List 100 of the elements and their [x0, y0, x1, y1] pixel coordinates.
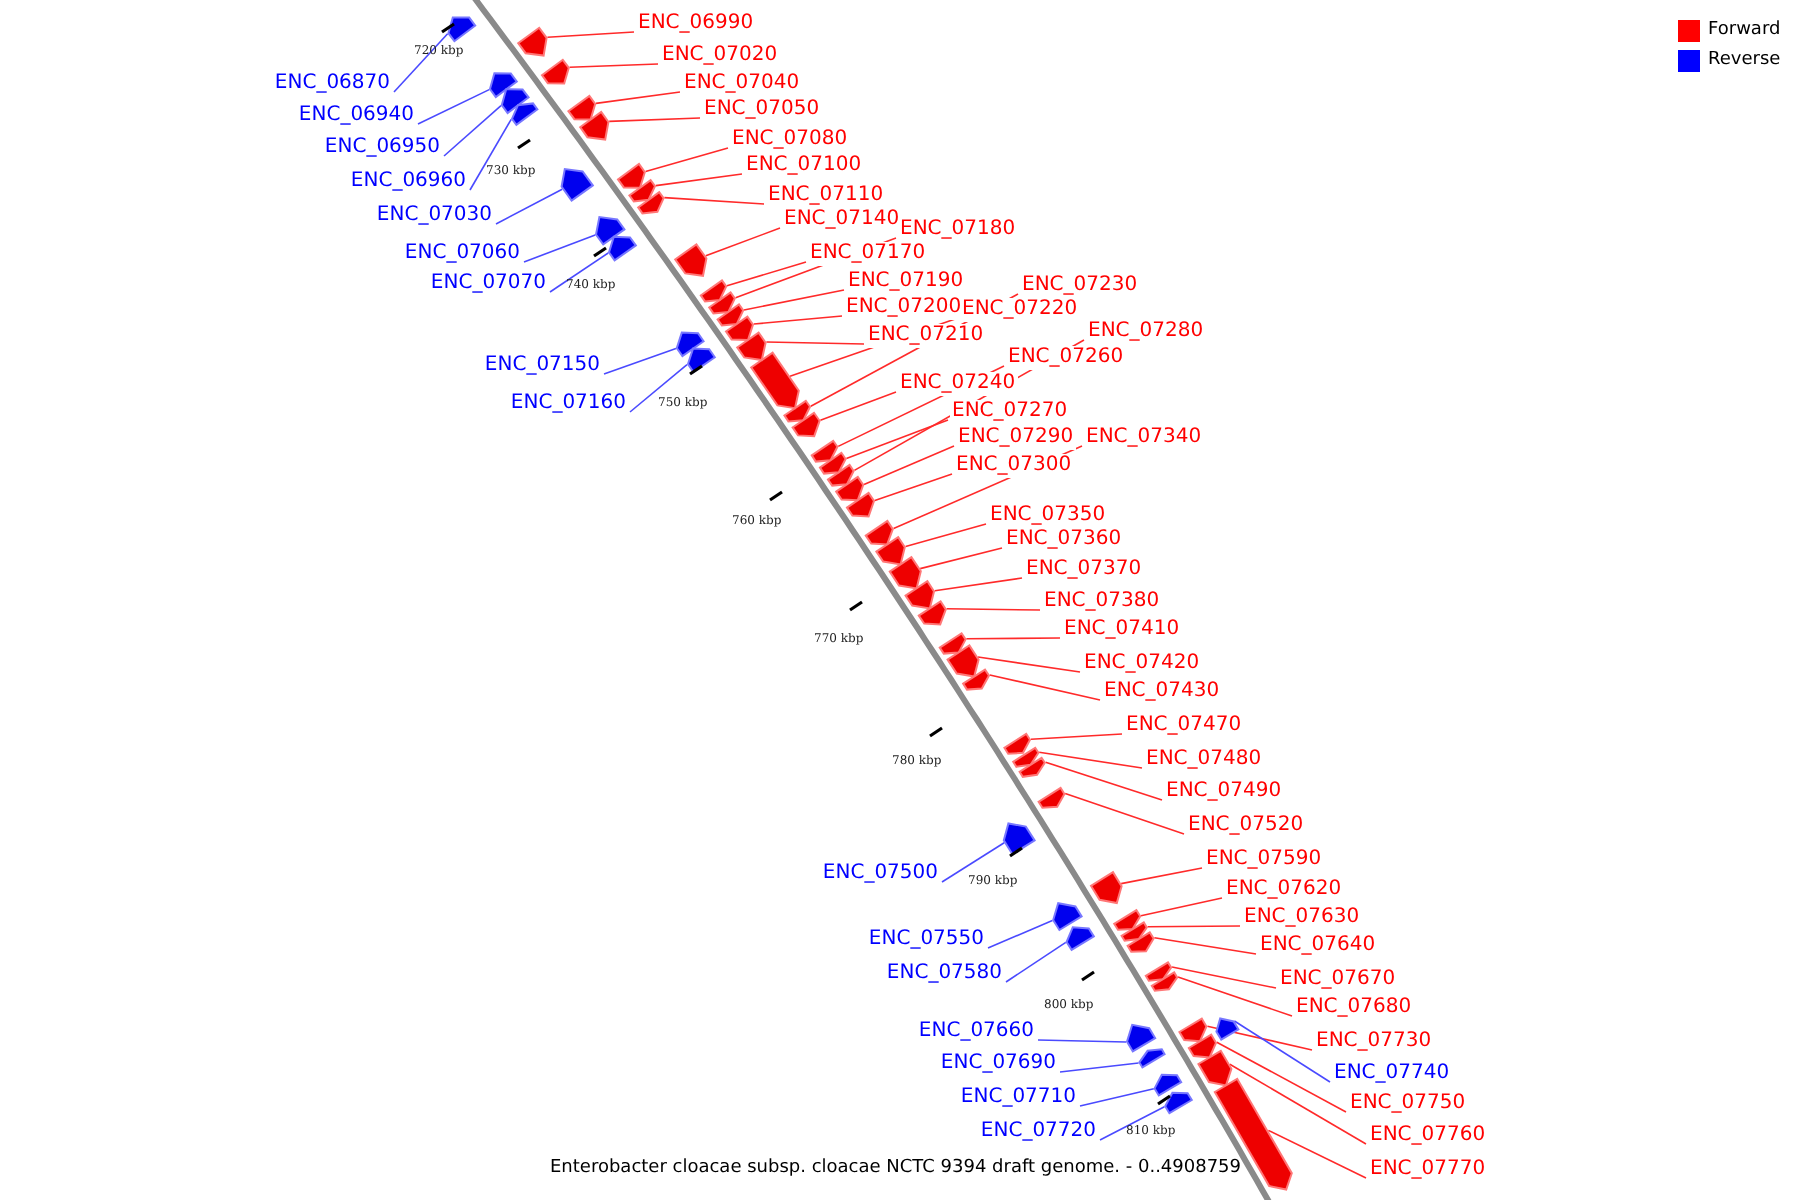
leader-line	[603, 347, 677, 375]
gene-label: ENC_07070	[428, 272, 548, 296]
gene-glyph	[864, 519, 894, 546]
gene-label: ENC_07490	[1164, 780, 1284, 804]
gene-glyph	[888, 555, 922, 590]
leader-line	[1153, 937, 1257, 955]
leader-line	[1079, 1088, 1155, 1107]
leader-line	[705, 227, 781, 257]
leader-line	[393, 33, 449, 93]
leader-line	[644, 147, 729, 173]
gene-label: ENC_07770	[1368, 1158, 1488, 1182]
leader-line	[934, 577, 1023, 592]
gene-glyph	[845, 491, 876, 518]
leader-line	[1005, 941, 1067, 983]
leader-line	[443, 104, 502, 157]
leader-line	[1206, 1025, 1313, 1051]
genome-caption: Enterobacter cloacae subsp. cloacae NCTC 9394 draft genome. - 0..4908759	[550, 1158, 1242, 1178]
gene-label: ENC_06950	[322, 136, 442, 160]
gene-label: ENC_07660	[916, 1020, 1036, 1044]
gene-label: ENC_06870	[272, 72, 392, 96]
leader-line	[417, 88, 490, 125]
gene-label: ENC_06990	[636, 12, 756, 36]
gene-glyph	[1215, 1017, 1240, 1041]
gene-glyph	[707, 291, 736, 315]
gene-label: ENC_07470	[1124, 714, 1244, 738]
gene-glyph	[1153, 1073, 1183, 1097]
leader-line	[726, 261, 807, 287]
leader-line	[753, 315, 843, 325]
leader-line	[965, 637, 1061, 640]
gene-glyph	[500, 88, 530, 115]
leader-line	[629, 363, 688, 413]
gene-glyph	[783, 399, 812, 423]
leader-line	[1099, 1106, 1166, 1141]
gene-label: ENC_06940	[296, 104, 416, 128]
gene-glyph	[447, 16, 477, 43]
gene-glyph	[540, 58, 570, 85]
gene-label: ENC_07690	[938, 1052, 1058, 1076]
gene-label: ENC_07380	[1042, 590, 1162, 614]
leader-line	[904, 523, 987, 548]
gene-glyph	[1150, 971, 1179, 992]
leader-line	[989, 674, 1101, 701]
gene-glyph	[636, 190, 665, 215]
gene-glyph	[1089, 870, 1123, 905]
leader-line	[663, 196, 765, 205]
leader-line	[765, 341, 865, 345]
gene-label: ENC_07590	[1204, 848, 1324, 872]
gene-label: ENC_07200	[844, 296, 964, 320]
leader-line	[1171, 966, 1277, 989]
gene-label: ENC_07030	[374, 204, 494, 228]
leader-line	[1044, 761, 1163, 801]
gene-label: ENC_07100	[744, 154, 864, 178]
leader-line	[919, 547, 1003, 570]
gene-label: ENC_07350	[988, 504, 1108, 528]
gene-glyph	[1178, 1017, 1208, 1043]
gene-label: ENC_07040	[682, 72, 802, 96]
gene-glyph	[686, 347, 717, 374]
gene-label: ENC_07230	[1020, 274, 1140, 298]
leader-line	[945, 608, 1041, 611]
gene-label: ENC_07110	[766, 184, 886, 208]
gene-label: ENC_07280	[1086, 320, 1206, 344]
gene-glyph	[616, 162, 646, 189]
gene-glyph	[946, 644, 980, 678]
gene-glyph	[1065, 926, 1096, 952]
gene-label: ENC_07160	[508, 392, 628, 416]
gene-glyph	[938, 632, 967, 655]
gene-label: ENC_07670	[1278, 968, 1398, 992]
gene-label: ENC_07300	[954, 454, 1074, 478]
gene-label: ENC_07680	[1294, 996, 1414, 1020]
gene-glyph	[834, 475, 865, 502]
gene-glyph	[1112, 908, 1142, 931]
leader-line	[977, 656, 1081, 673]
gene-glyph	[1144, 961, 1173, 982]
leader-line	[1140, 897, 1223, 917]
gene-glyph	[749, 351, 800, 410]
gene-label: ENC_07170	[808, 242, 928, 266]
gene-label: ENC_07140	[782, 208, 902, 232]
gene-label: ENC_07500	[820, 862, 940, 886]
gene-glyph	[1126, 931, 1155, 953]
gene-glyph	[628, 178, 657, 203]
leader-line	[655, 173, 743, 187]
leader-line	[495, 188, 563, 225]
gene-glyph	[1003, 732, 1032, 755]
gene-glyph	[724, 315, 755, 342]
gene-glyph	[904, 579, 936, 610]
leader-line	[595, 91, 681, 105]
gene-label: ENC_07430	[1102, 680, 1222, 704]
leader-line	[743, 289, 845, 311]
leader-line	[546, 31, 635, 38]
gene-label: ENC_07720	[978, 1120, 1098, 1144]
gene-label: ENC_07710	[958, 1086, 1078, 1110]
gene-glyph	[791, 411, 821, 438]
gene-label: ENC_07630	[1242, 906, 1362, 930]
gene-label: ENC_07080	[730, 128, 850, 152]
leader-line	[523, 234, 596, 263]
legend-label: Forward	[1708, 20, 1781, 40]
gene-label: ENC_07060	[402, 242, 522, 266]
gene-glyph	[1011, 746, 1040, 768]
leader-line	[941, 842, 1005, 883]
gene-glyph	[1197, 1049, 1233, 1087]
leader-line	[1229, 1063, 1367, 1145]
